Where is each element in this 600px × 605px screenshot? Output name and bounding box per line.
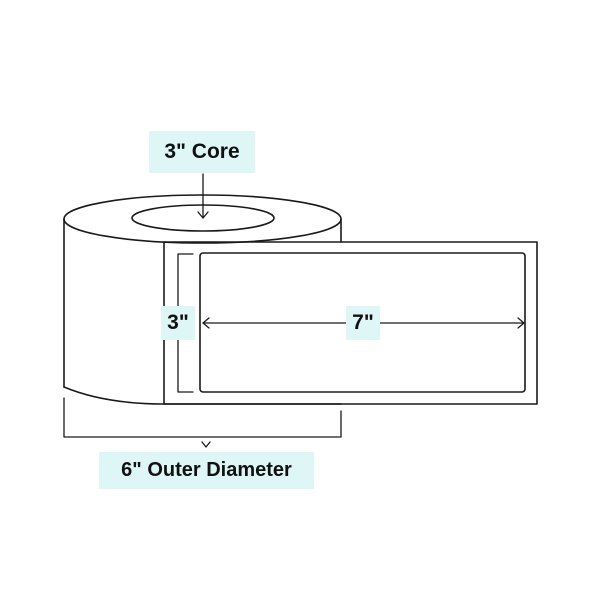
- width-arrow-left: [202, 317, 210, 329]
- label-strip: [163, 241, 538, 405]
- width-arrow-right: [517, 317, 525, 329]
- core-pointer-head: [197, 211, 209, 219]
- outer-diameter-pointer: [201, 441, 211, 448]
- outer-diameter-label: 6" Outer Diameter: [99, 452, 314, 489]
- roll-bottom-edge: [63, 386, 165, 405]
- outer-diameter-bracket: [63, 397, 342, 438]
- label-width-label: 7": [346, 306, 380, 340]
- core-size-label: 3" Core: [149, 131, 255, 173]
- label-height-label: 3": [161, 306, 195, 340]
- label: [199, 252, 526, 393]
